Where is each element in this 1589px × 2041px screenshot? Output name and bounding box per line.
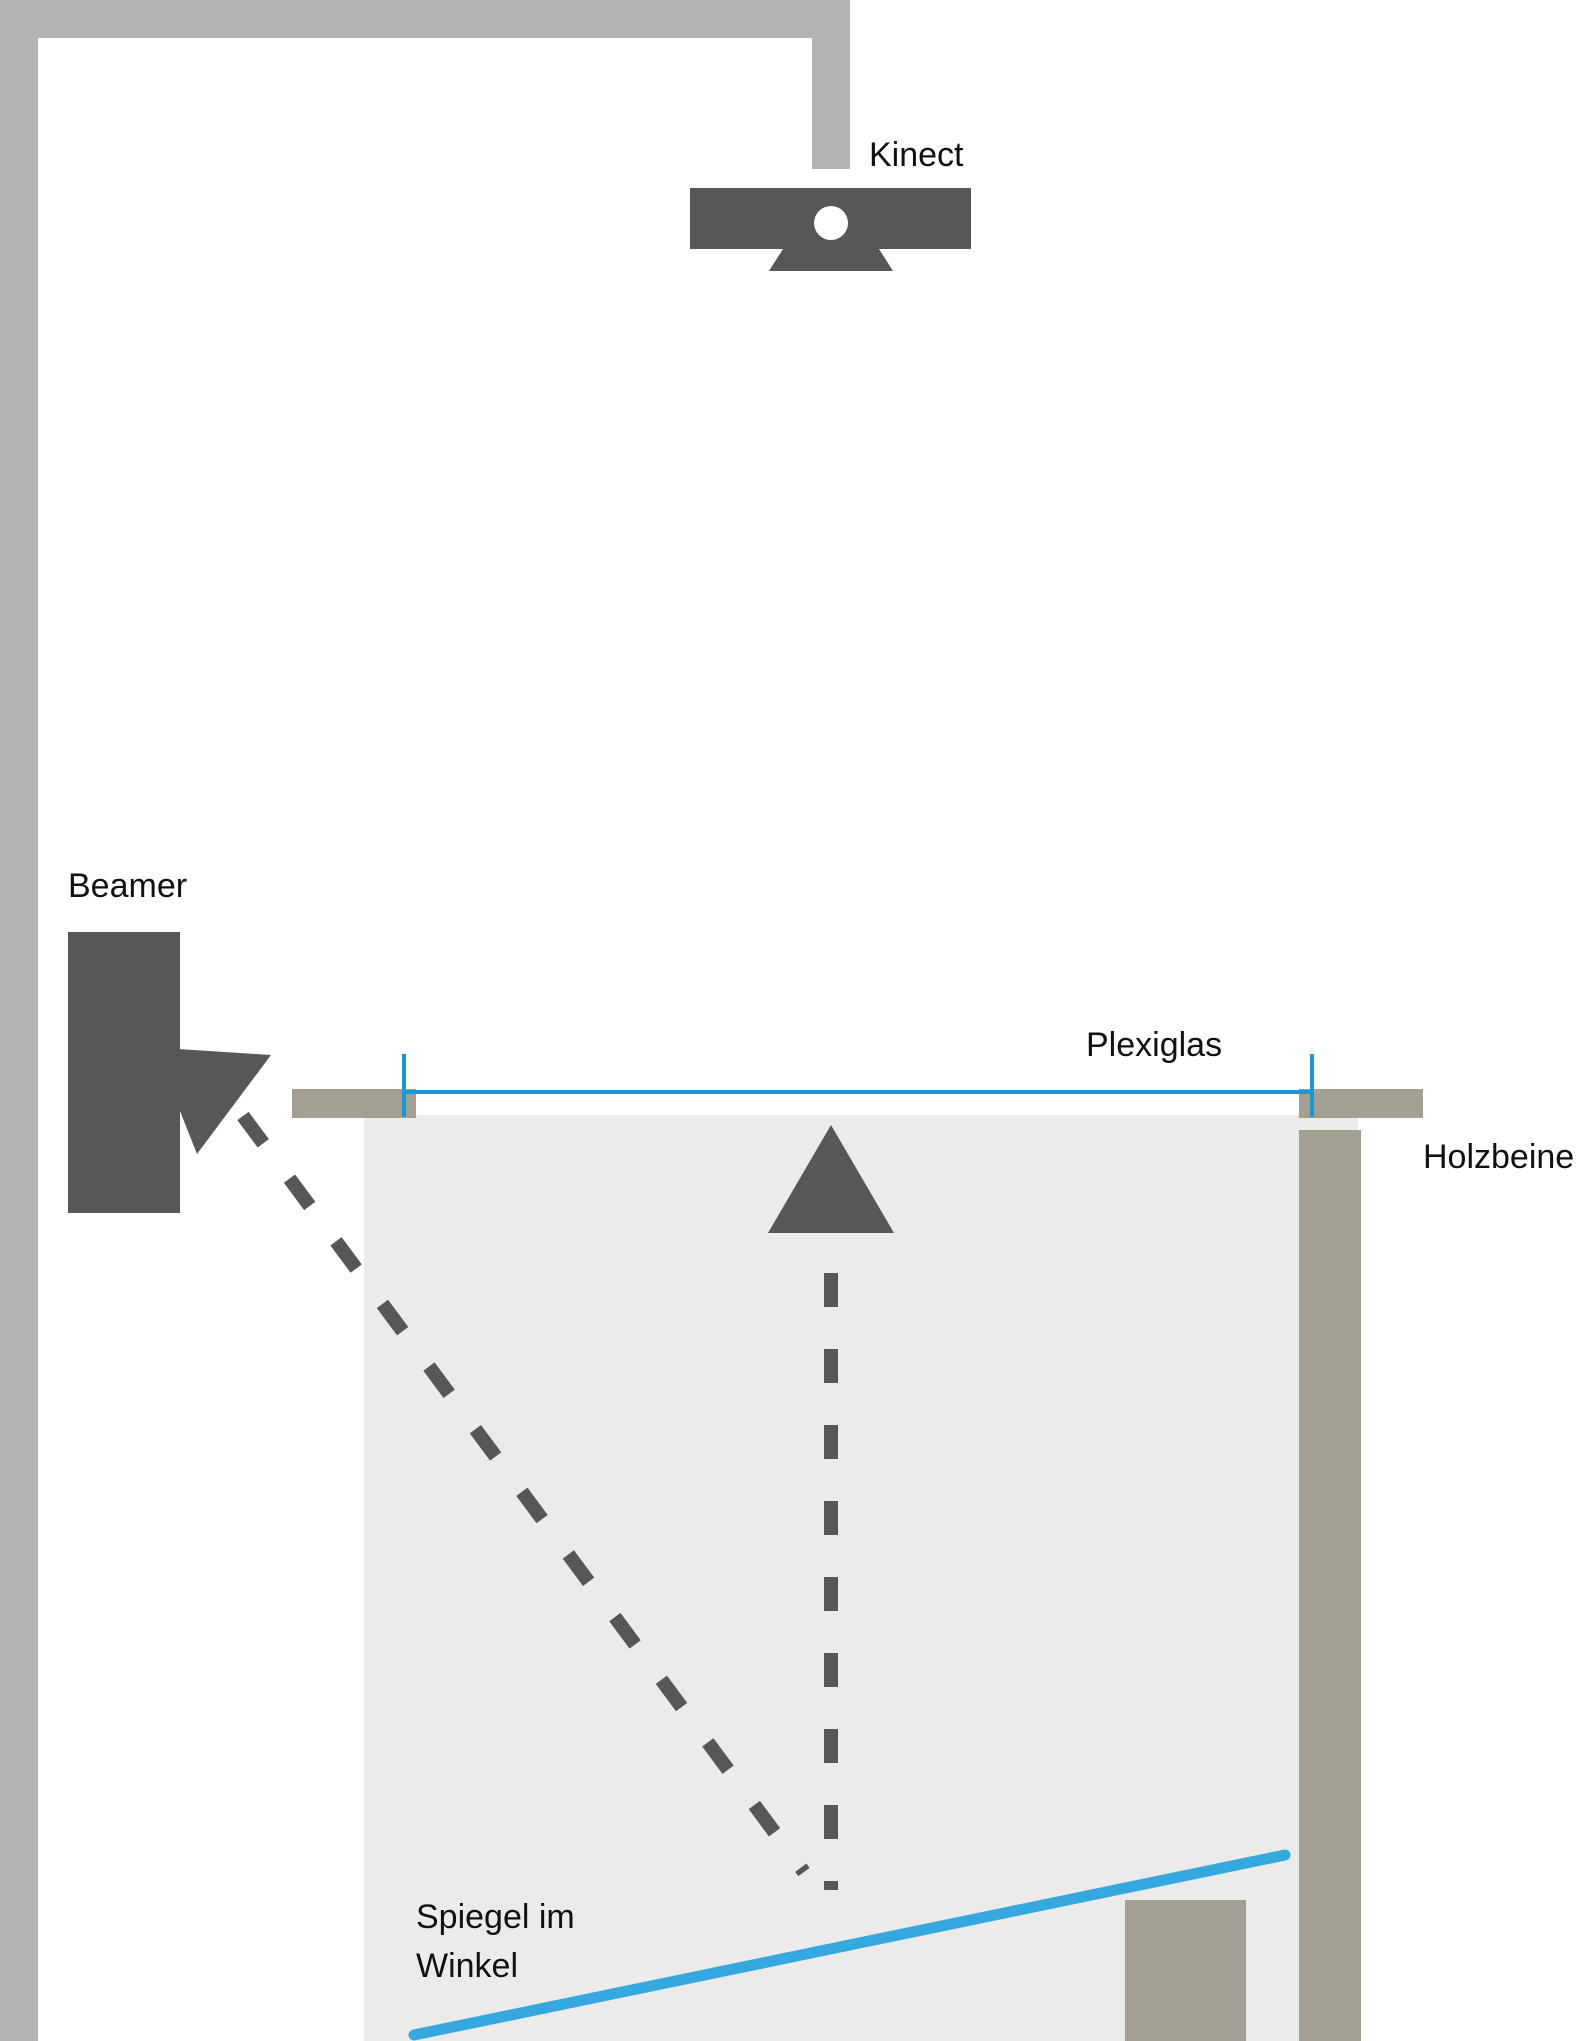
box-interior xyxy=(364,1115,1358,2041)
projection-path-diagonal xyxy=(237,1111,810,1877)
mirror-angled xyxy=(408,1849,1291,2041)
tabletop-left xyxy=(292,1089,416,1118)
label-spiegel-line1: Spiegel im xyxy=(416,1898,575,1936)
arrow-up-icon xyxy=(768,1125,894,1233)
wooden-leg xyxy=(1299,1130,1361,2041)
label-plexiglas: Plexiglas xyxy=(1086,1026,1222,1064)
label-spiegel-line2: Winkel xyxy=(416,1947,518,1985)
kinect-sensor xyxy=(690,188,971,271)
label-beamer: Beamer xyxy=(68,867,187,905)
label-kinect: Kinect xyxy=(869,136,964,174)
beamer-lens xyxy=(178,1049,271,1154)
kinect-base xyxy=(769,249,893,271)
beamer-body xyxy=(68,932,180,1213)
wooden-block xyxy=(1125,1900,1246,2041)
beamer-projector xyxy=(68,932,271,1213)
kinect-lens-icon xyxy=(814,206,848,240)
tabletop-right xyxy=(1299,1089,1423,1118)
plexiglas-pane xyxy=(402,1054,1314,1117)
label-holzbeine: Holzbeine xyxy=(1423,1138,1574,1176)
